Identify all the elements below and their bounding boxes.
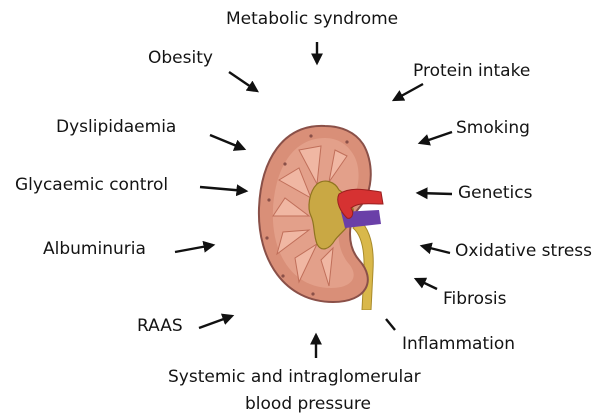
dyslipidaemia-arrow <box>210 135 244 149</box>
obesity-arrow <box>229 72 257 91</box>
label-raas: RAAS <box>137 316 183 336</box>
oxidative-stress-arrow <box>422 246 450 253</box>
label-protein-intake: Protein intake <box>413 61 530 81</box>
label-glycaemic-control: Glycaemic control <box>15 175 168 195</box>
label-obesity: Obesity <box>148 48 213 68</box>
label-bp-line-2: blood pressure <box>245 394 371 414</box>
label-metabolic-syndrome: Metabolic syndrome <box>226 9 398 29</box>
raas-arrow <box>199 316 232 328</box>
label-bp-line-1: Systemic and intraglomerular <box>168 367 421 387</box>
label-fibrosis: Fibrosis <box>443 289 507 309</box>
glycaemic-control-arrow <box>200 187 246 191</box>
albuminuria-arrow <box>175 245 213 252</box>
kidney-illustration <box>255 120 425 310</box>
protein-intake-arrow <box>394 84 423 100</box>
label-smoking: Smoking <box>456 118 530 138</box>
label-albuminuria: Albuminuria <box>43 239 146 259</box>
label-genetics: Genetics <box>458 183 532 203</box>
label-dyslipidaemia: Dyslipidaemia <box>56 117 176 137</box>
label-oxidative-stress: Oxidative stress <box>455 241 592 261</box>
label-inflammation: Inflammation <box>402 334 515 354</box>
inflammation-connector <box>386 319 395 330</box>
